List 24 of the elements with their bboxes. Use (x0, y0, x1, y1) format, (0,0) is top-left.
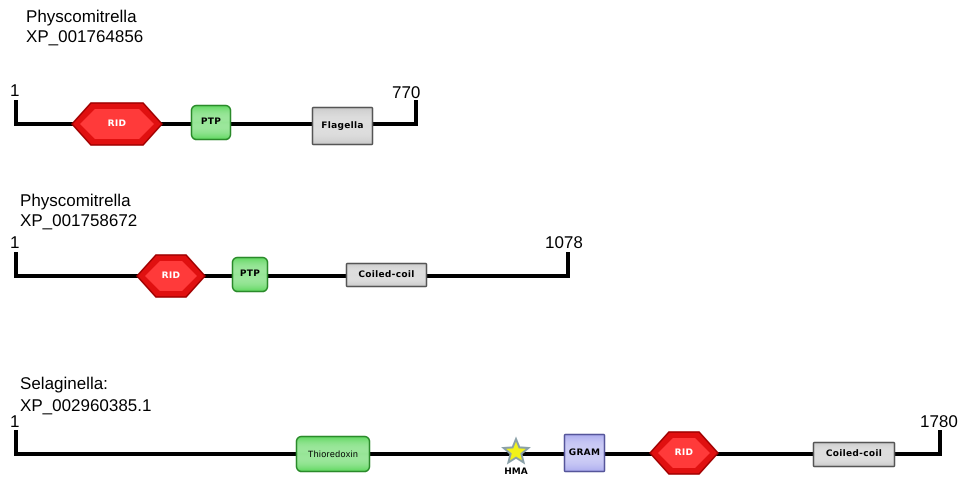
domain-box: Coiled-coil (346, 263, 427, 287)
position-label: 1078 (545, 234, 583, 251)
domain-box: Flagella (312, 107, 373, 145)
accession-label: XP_002960385.1 (20, 397, 152, 414)
position-label: 1 (10, 413, 20, 430)
domain-box: PTP (232, 257, 268, 292)
species-label: Physcomitrella (20, 192, 131, 209)
domain-box: PTP (191, 105, 231, 140)
species-label: Selaginella: (20, 375, 108, 392)
position-label: 1780 (920, 413, 958, 430)
domain-label: HMA (504, 468, 528, 477)
accession-label: XP_001764856 (26, 28, 144, 45)
position-label: 770 (392, 84, 420, 101)
position-label: 1 (10, 234, 20, 251)
star-icon (503, 439, 529, 465)
position-label: 1 (10, 82, 20, 99)
hexagon-domain: RID (137, 255, 205, 297)
domain-box: Coiled-coil (813, 442, 895, 467)
species-label: Physcomitrella (26, 8, 137, 25)
accession-label: XP_001758672 (20, 212, 138, 229)
hexagon-domain: RID (650, 432, 718, 474)
domain-box: GRAM (564, 434, 605, 472)
hexagon-domain: RID (72, 103, 162, 145)
domain-box: Thioredoxin (296, 436, 370, 472)
